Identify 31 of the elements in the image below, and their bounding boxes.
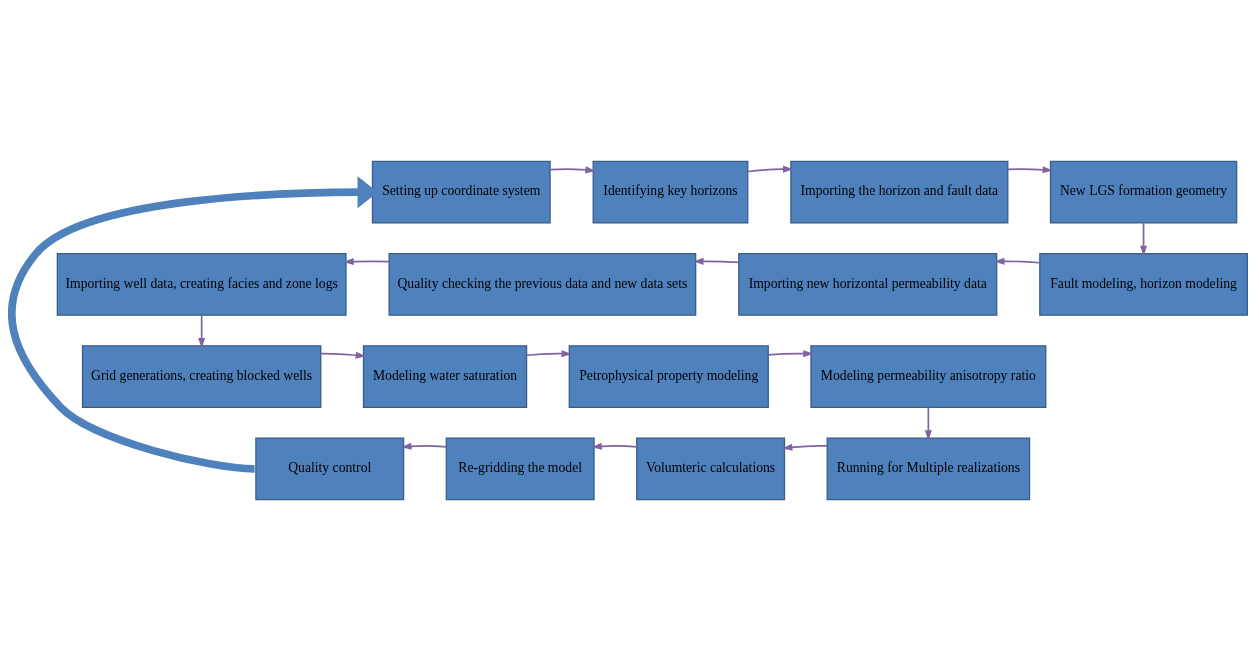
node-box: Petrophysical property modeling — [568, 344, 769, 408]
node-box: Setting up coordinate system — [371, 160, 551, 224]
node-box: Identifying key horizons — [592, 160, 749, 224]
arrow — [693, 257, 740, 265]
node-box: Importing the horizon and fault data — [790, 160, 1009, 224]
node-box: Running for Multiple realizations — [826, 436, 1031, 500]
arrow — [746, 165, 794, 173]
node-box: Grid generations, creating blocked wells — [81, 344, 322, 408]
arrow — [591, 442, 638, 450]
node-box: Importing well data, creating facies and zone logs — [56, 252, 347, 316]
arrow — [320, 351, 366, 359]
arrow — [994, 257, 1041, 265]
arrow — [343, 257, 390, 265]
arrow — [525, 349, 572, 357]
arrow — [782, 443, 828, 451]
node-box: Modeling water saturation — [362, 344, 528, 408]
node-box: Importing new horizontal permeability data — [738, 252, 998, 316]
node-box: Quality checking the previous data and new data sets — [388, 252, 697, 316]
node-box: New LGS formation geometry — [1049, 160, 1238, 224]
node-box: Modeling permeability anisotropy ratio — [810, 344, 1047, 408]
arrow — [1007, 165, 1053, 173]
node-box: Re-gridding the model — [445, 436, 595, 500]
node-box: Fault modeling, horizon modeling — [1039, 252, 1248, 316]
node-box: Volumteric calculations — [636, 436, 786, 500]
arrow — [767, 349, 814, 357]
arrow — [198, 313, 206, 348]
arrow — [924, 406, 932, 440]
arrow — [549, 165, 596, 173]
node-box: Quality control — [255, 436, 405, 500]
arrow — [401, 442, 448, 450]
arrow — [1139, 221, 1148, 256]
